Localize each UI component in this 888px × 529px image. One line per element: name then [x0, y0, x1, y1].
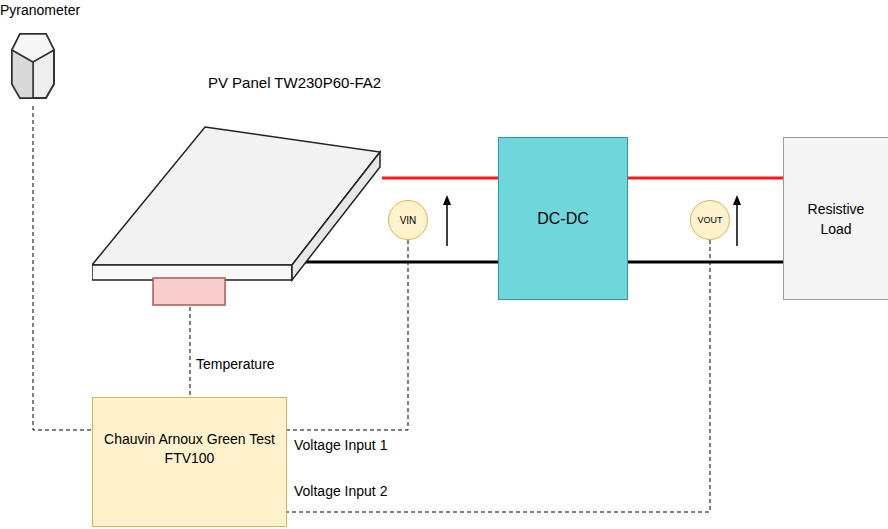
- node-label: DC-DC: [537, 210, 589, 228]
- temperature-sensor: [153, 278, 225, 305]
- pyranometer-icon: [2, 28, 64, 102]
- signal-line: [33, 106, 92, 430]
- converter-box: DC-DC: [498, 137, 628, 300]
- node-label: Chauvin Arnoux Green Test FTV100: [93, 430, 286, 468]
- node-label: Resistive Load: [784, 199, 888, 239]
- node-label: VIN: [400, 215, 417, 226]
- edge-label: Temperature: [196, 356, 275, 372]
- power-wire: [628, 177, 783, 180]
- node-label: PV Panel TW230P60-FA2: [192, 74, 397, 92]
- voltmeter-circle: VOUT: [690, 200, 730, 240]
- signal-line: [190, 307, 191, 397]
- connector: [33, 106, 92, 430]
- edge-label: Voltage Input 1: [294, 437, 387, 453]
- voltage-arrow: [446, 200, 448, 246]
- power-wire: [297, 261, 498, 264]
- pv-panel-drawing: [92, 72, 382, 307]
- connector: [628, 178, 783, 262]
- power-wire: [628, 261, 783, 264]
- voltmeter-circle: VIN: [388, 200, 428, 240]
- power-wire: [382, 177, 498, 180]
- signal-line: [287, 240, 408, 430]
- connector: [190, 307, 191, 397]
- connector: [287, 240, 408, 430]
- edge-label: Voltage Input 2: [294, 483, 387, 499]
- load-box: Resistive Load: [783, 137, 888, 300]
- pyranometer: Pyranometer: [0, 2, 110, 106]
- node-label: VOUT: [697, 215, 722, 225]
- analyzer-box: Chauvin Arnoux Green Test FTV100: [92, 397, 287, 527]
- node-label: Pyranometer: [0, 2, 110, 18]
- pv-panel: PV Panel TW230P60-FA2: [92, 72, 382, 307]
- voltage-arrow: [736, 200, 738, 246]
